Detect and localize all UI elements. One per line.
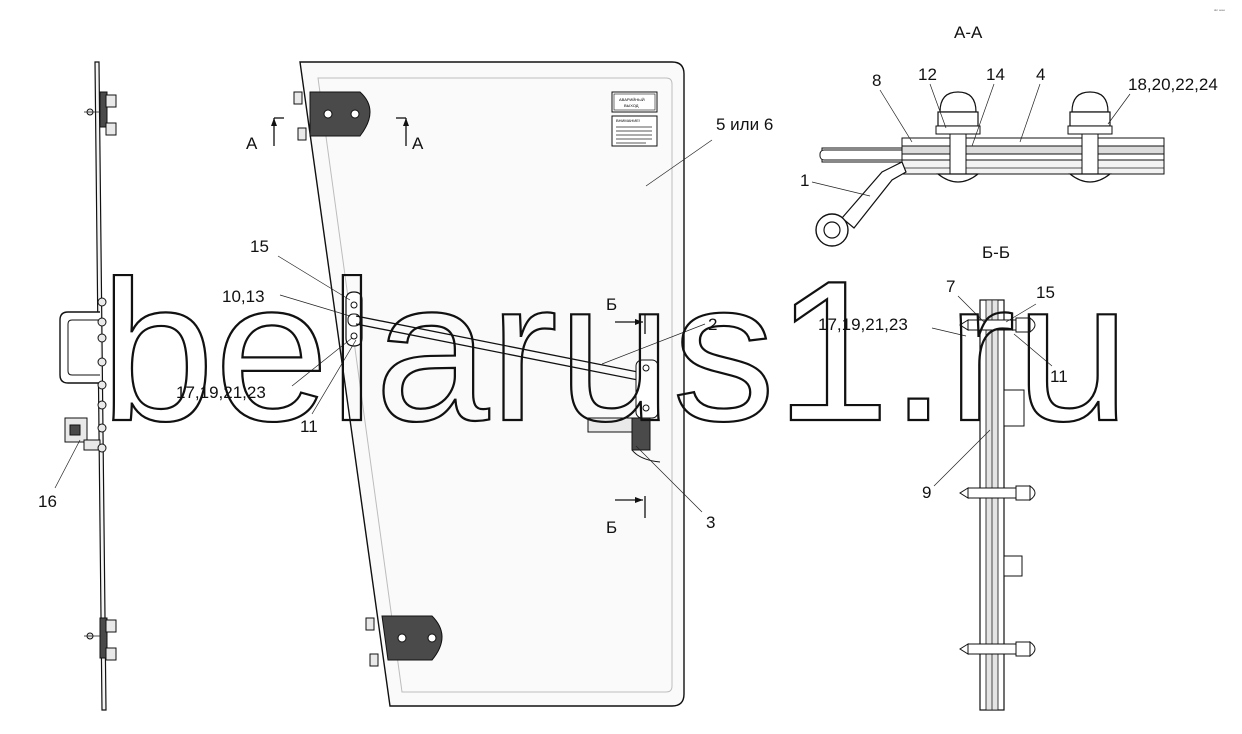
leader-5-6 bbox=[645, 139, 713, 187]
callout-1: 1 bbox=[800, 171, 809, 190]
callout-16: 16 bbox=[38, 492, 57, 511]
callout-17-left: 17,19,21,23 bbox=[176, 383, 266, 402]
section-bb-view bbox=[959, 299, 1036, 711]
leader-8 bbox=[879, 89, 913, 143]
callout-18: 18,20,22,24 bbox=[1128, 75, 1218, 94]
leader-2 bbox=[601, 323, 706, 365]
callout-11-right: 11 bbox=[1050, 367, 1068, 386]
leader-3 bbox=[635, 445, 703, 513]
side-view bbox=[59, 61, 117, 711]
callout-5-6: 5 или 6 bbox=[716, 115, 773, 134]
leader-15-left bbox=[277, 255, 351, 301]
leader-17-right bbox=[931, 327, 967, 337]
callout-15-left: 15 bbox=[250, 237, 269, 256]
sign-line-1: АВАРИЙНЫЙ bbox=[619, 97, 645, 102]
callout-9: 9 bbox=[922, 483, 931, 502]
callout-12: 12 bbox=[918, 65, 937, 84]
leader-7 bbox=[957, 295, 985, 323]
callout-17-right: 17,19,21,23 bbox=[818, 315, 908, 334]
callout-11-left: 11 bbox=[300, 417, 318, 436]
section-mark-a bbox=[271, 117, 409, 146]
leader-11-left bbox=[311, 339, 357, 415]
section-mark-a-left: А bbox=[246, 134, 258, 153]
corner-mark: ᵈᵉʳ ᵉᵉᵉᵉ bbox=[1214, 8, 1226, 13]
section-bb-title: Б-Б bbox=[982, 243, 1010, 262]
section-aa-title: А-А bbox=[954, 23, 983, 42]
leader-14 bbox=[971, 83, 995, 147]
callout-2: 2 bbox=[708, 315, 717, 334]
section-mark-a-right: А bbox=[412, 134, 424, 153]
callout-4: 4 bbox=[1036, 65, 1045, 84]
leader-10-13 bbox=[279, 294, 351, 317]
door-front-view: АВАРИЙНЫЙ ВЫХОД ВНИМАНИЕ! bbox=[293, 61, 685, 707]
leader-17-left bbox=[291, 337, 353, 387]
leader-18 bbox=[1107, 93, 1131, 125]
leader-4 bbox=[1019, 83, 1041, 143]
section-mark-b bbox=[615, 314, 646, 518]
section-aa-view bbox=[815, 91, 1165, 247]
leader-15-right bbox=[1005, 303, 1037, 323]
leader-11-right bbox=[1013, 333, 1053, 367]
leader-1 bbox=[811, 181, 871, 197]
leader-12 bbox=[929, 83, 947, 129]
watermark: belarus1.ru bbox=[100, 240, 1130, 463]
callout-14: 14 bbox=[986, 65, 1005, 84]
callout-15-right: 15 bbox=[1036, 283, 1055, 302]
info-label-text: ВНИМАНИЕ! bbox=[616, 118, 640, 123]
callout-8: 8 bbox=[872, 71, 881, 90]
sign-line-2: ВЫХОД bbox=[624, 103, 639, 108]
callout-3: 3 bbox=[706, 513, 715, 532]
callout-10-13: 10,13 bbox=[222, 287, 265, 306]
leader-9 bbox=[933, 429, 991, 487]
leader-16 bbox=[54, 439, 81, 489]
section-mark-b-bottom: Б bbox=[606, 518, 617, 537]
section-mark-b-top: Б bbox=[606, 295, 617, 314]
callout-7: 7 bbox=[946, 277, 955, 296]
